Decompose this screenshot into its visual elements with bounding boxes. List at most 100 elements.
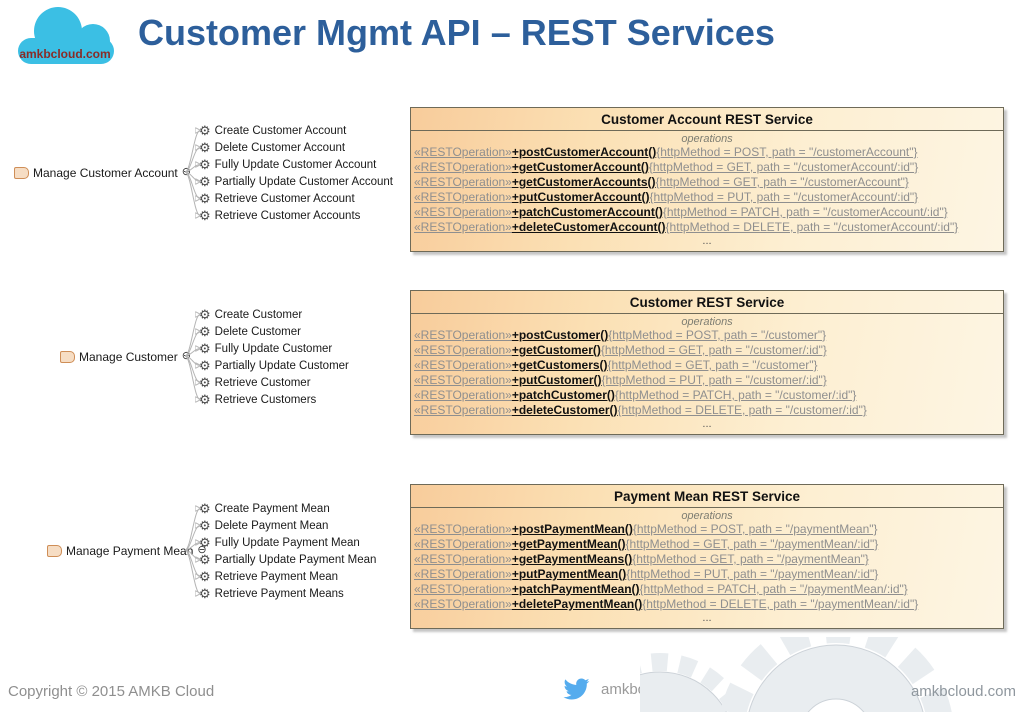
connector-fan bbox=[184, 118, 202, 224]
actor-manage-customer[interactable]: Manage Customer ⊖ bbox=[60, 348, 191, 365]
operations-compartment-label: operations bbox=[681, 510, 733, 522]
use-case-label: Delete Payment Mean bbox=[214, 519, 329, 532]
use-case-icon: ⚙ bbox=[199, 324, 211, 339]
subject-icon bbox=[14, 166, 29, 179]
gear-watermark bbox=[640, 637, 952, 712]
use-case[interactable]: ⚙Retrieve Customer Accounts bbox=[199, 207, 393, 224]
use-case[interactable]: ⚙Create Payment Mean bbox=[199, 500, 376, 517]
use-case-label: Retrieve Customer bbox=[214, 376, 311, 389]
subject-icon bbox=[60, 350, 75, 363]
operation-row[interactable]: «RESTOperation»+putCustomerAccount(){htt… bbox=[414, 190, 919, 204]
use-case-icon: ⚙ bbox=[199, 307, 211, 322]
service-title: Payment Mean REST Service bbox=[411, 485, 1003, 508]
use-case-icon: ⚙ bbox=[199, 123, 211, 138]
ellipsis: ... bbox=[702, 418, 712, 430]
operation-row[interactable]: «RESTOperation»+putCustomer(){httpMethod… bbox=[414, 373, 827, 387]
use-case-label: Fully Update Customer Account bbox=[214, 158, 377, 171]
use-case[interactable]: ⚙Partially Update Customer Account bbox=[199, 173, 393, 190]
use-case[interactable]: ⚙Partially Update Payment Mean bbox=[199, 551, 376, 568]
website-text: amkbcloud.com bbox=[910, 683, 1016, 700]
use-case[interactable]: ⚙Retrieve Customers bbox=[199, 391, 349, 408]
use-case-list: ⚙Create Customer Account ⚙Delete Custome… bbox=[199, 122, 393, 224]
use-case-icon: ⚙ bbox=[199, 157, 211, 172]
use-case-icon: ⚙ bbox=[199, 501, 211, 516]
ellipsis: ... bbox=[702, 612, 712, 624]
operation-row[interactable]: «RESTOperation»+postPaymentMean(){httpMe… bbox=[414, 522, 878, 536]
service-box-customer-account[interactable]: Customer Account REST Service operations… bbox=[410, 107, 1004, 252]
service-box-payment-mean[interactable]: Payment Mean REST Service operations «RE… bbox=[410, 484, 1004, 629]
operation-row[interactable]: «RESTOperation»+getPaymentMean(){httpMet… bbox=[414, 537, 879, 551]
use-case-label: Retrieve Payment Mean bbox=[214, 570, 339, 583]
use-case-label: Partially Update Customer Account bbox=[214, 175, 393, 188]
operation-row[interactable]: «RESTOperation»+getCustomers(){httpMetho… bbox=[414, 358, 818, 372]
use-case-label: Partially Update Customer bbox=[214, 359, 349, 372]
operations-compartment-label: operations bbox=[681, 133, 733, 145]
use-case-label: Partially Update Payment Mean bbox=[214, 553, 377, 566]
operation-row[interactable]: «RESTOperation»+getCustomer(){httpMethod… bbox=[414, 343, 827, 357]
use-case-label: Retrieve Customer Accounts bbox=[214, 209, 361, 222]
logo-text: amkbcloud.com bbox=[19, 47, 110, 61]
use-case[interactable]: ⚙Create Customer bbox=[199, 306, 349, 323]
operation-row[interactable]: «RESTOperation»+deleteCustomerAccount(){… bbox=[414, 220, 959, 234]
use-case-icon: ⚙ bbox=[199, 535, 211, 550]
operations-compartment-label: operations bbox=[681, 316, 733, 328]
use-case[interactable]: ⚙Delete Payment Mean bbox=[199, 517, 376, 534]
operation-row[interactable]: «RESTOperation»+patchCustomer(){httpMeth… bbox=[414, 388, 857, 402]
use-case-icon: ⚙ bbox=[199, 518, 211, 533]
use-case[interactable]: ⚙Create Customer Account bbox=[199, 122, 393, 139]
use-case-label: Create Customer Account bbox=[214, 124, 347, 137]
use-case[interactable]: ⚙Fully Update Customer bbox=[199, 340, 349, 357]
actor-label: Manage Payment Mean bbox=[66, 543, 194, 558]
use-case-icon: ⚙ bbox=[199, 208, 211, 223]
use-case-icon: ⚙ bbox=[199, 191, 211, 206]
service-box-customer[interactable]: Customer REST Service operations «RESTOp… bbox=[410, 290, 1004, 435]
operation-row[interactable]: «RESTOperation»+patchPaymentMean(){httpM… bbox=[414, 582, 908, 596]
operation-row[interactable]: «RESTOperation»+patchCustomerAccount(){h… bbox=[414, 205, 948, 219]
operation-row[interactable]: «RESTOperation»+deletePaymentMean(){http… bbox=[414, 597, 919, 611]
operation-row[interactable]: «RESTOperation»+postCustomerAccount(){ht… bbox=[414, 145, 918, 159]
use-case[interactable]: ⚙Delete Customer Account bbox=[199, 139, 393, 156]
collapse-indicator-icon[interactable]: ⊖ bbox=[197, 544, 207, 556]
operation-row[interactable]: «RESTOperation»+getCustomerAccount(){htt… bbox=[414, 160, 919, 174]
operation-row[interactable]: «RESTOperation»+getPaymentMeans(){httpMe… bbox=[414, 552, 869, 566]
actor-manage-customer-account[interactable]: Manage Customer Account ⊖ bbox=[14, 164, 191, 181]
use-case-list: ⚙Create Payment Mean ⚙Delete Payment Mea… bbox=[199, 500, 376, 602]
use-case-label: Delete Customer bbox=[214, 325, 301, 338]
use-case[interactable]: ⚙Partially Update Customer bbox=[199, 357, 349, 374]
use-case[interactable]: ⚙Retrieve Payment Means bbox=[199, 585, 376, 602]
use-case-label: Delete Customer Account bbox=[214, 141, 346, 154]
service-title: Customer Account REST Service bbox=[411, 108, 1003, 131]
use-case-icon: ⚙ bbox=[199, 375, 211, 390]
use-case[interactable]: ⚙Fully Update Customer Account bbox=[199, 156, 393, 173]
operation-row[interactable]: «RESTOperation»+putPaymentMean(){httpMet… bbox=[414, 567, 879, 581]
use-case-icon: ⚙ bbox=[199, 392, 211, 407]
use-case-icon: ⚙ bbox=[199, 174, 211, 189]
operation-row[interactable]: «RESTOperation»+deleteCustomer(){httpMet… bbox=[414, 403, 867, 417]
use-case-list: ⚙Create Customer ⚙Delete Customer ⚙Fully… bbox=[199, 306, 349, 408]
ellipsis: ... bbox=[702, 235, 712, 247]
actor-label: Manage Customer Account bbox=[33, 165, 178, 180]
use-case-label: Fully Update Payment Mean bbox=[214, 536, 360, 549]
use-case[interactable]: ⚙Retrieve Customer bbox=[199, 374, 349, 391]
service-title: Customer REST Service bbox=[411, 291, 1003, 314]
twitter-bird-icon bbox=[563, 678, 590, 700]
actor-label: Manage Customer bbox=[79, 349, 178, 364]
operation-row[interactable]: «RESTOperation»+postCustomer(){httpMetho… bbox=[414, 328, 827, 342]
subject-icon bbox=[47, 544, 62, 557]
use-case[interactable]: ⚙Delete Customer bbox=[199, 323, 349, 340]
use-case-label: Retrieve Customer Account bbox=[214, 192, 355, 205]
use-case-icon: ⚙ bbox=[199, 358, 211, 373]
use-case-label: Retrieve Payment Means bbox=[214, 587, 344, 600]
actor-manage-payment-mean[interactable]: Manage Payment Mean ⊖ bbox=[47, 542, 207, 559]
use-case-label: Create Customer bbox=[214, 308, 303, 321]
use-case[interactable]: ⚙Retrieve Customer Account bbox=[199, 190, 393, 207]
use-case[interactable]: ⚙Retrieve Payment Mean bbox=[199, 568, 376, 585]
use-case-icon: ⚙ bbox=[199, 586, 211, 601]
use-case-icon: ⚙ bbox=[199, 341, 211, 356]
use-case-label: Retrieve Customers bbox=[214, 393, 317, 406]
use-case[interactable]: ⚙Fully Update Payment Mean bbox=[199, 534, 376, 551]
use-case-icon: ⚙ bbox=[199, 552, 211, 567]
use-case-label: Create Payment Mean bbox=[214, 502, 330, 515]
operation-row[interactable]: «RESTOperation»+getCustomerAccounts(){ht… bbox=[414, 175, 909, 189]
